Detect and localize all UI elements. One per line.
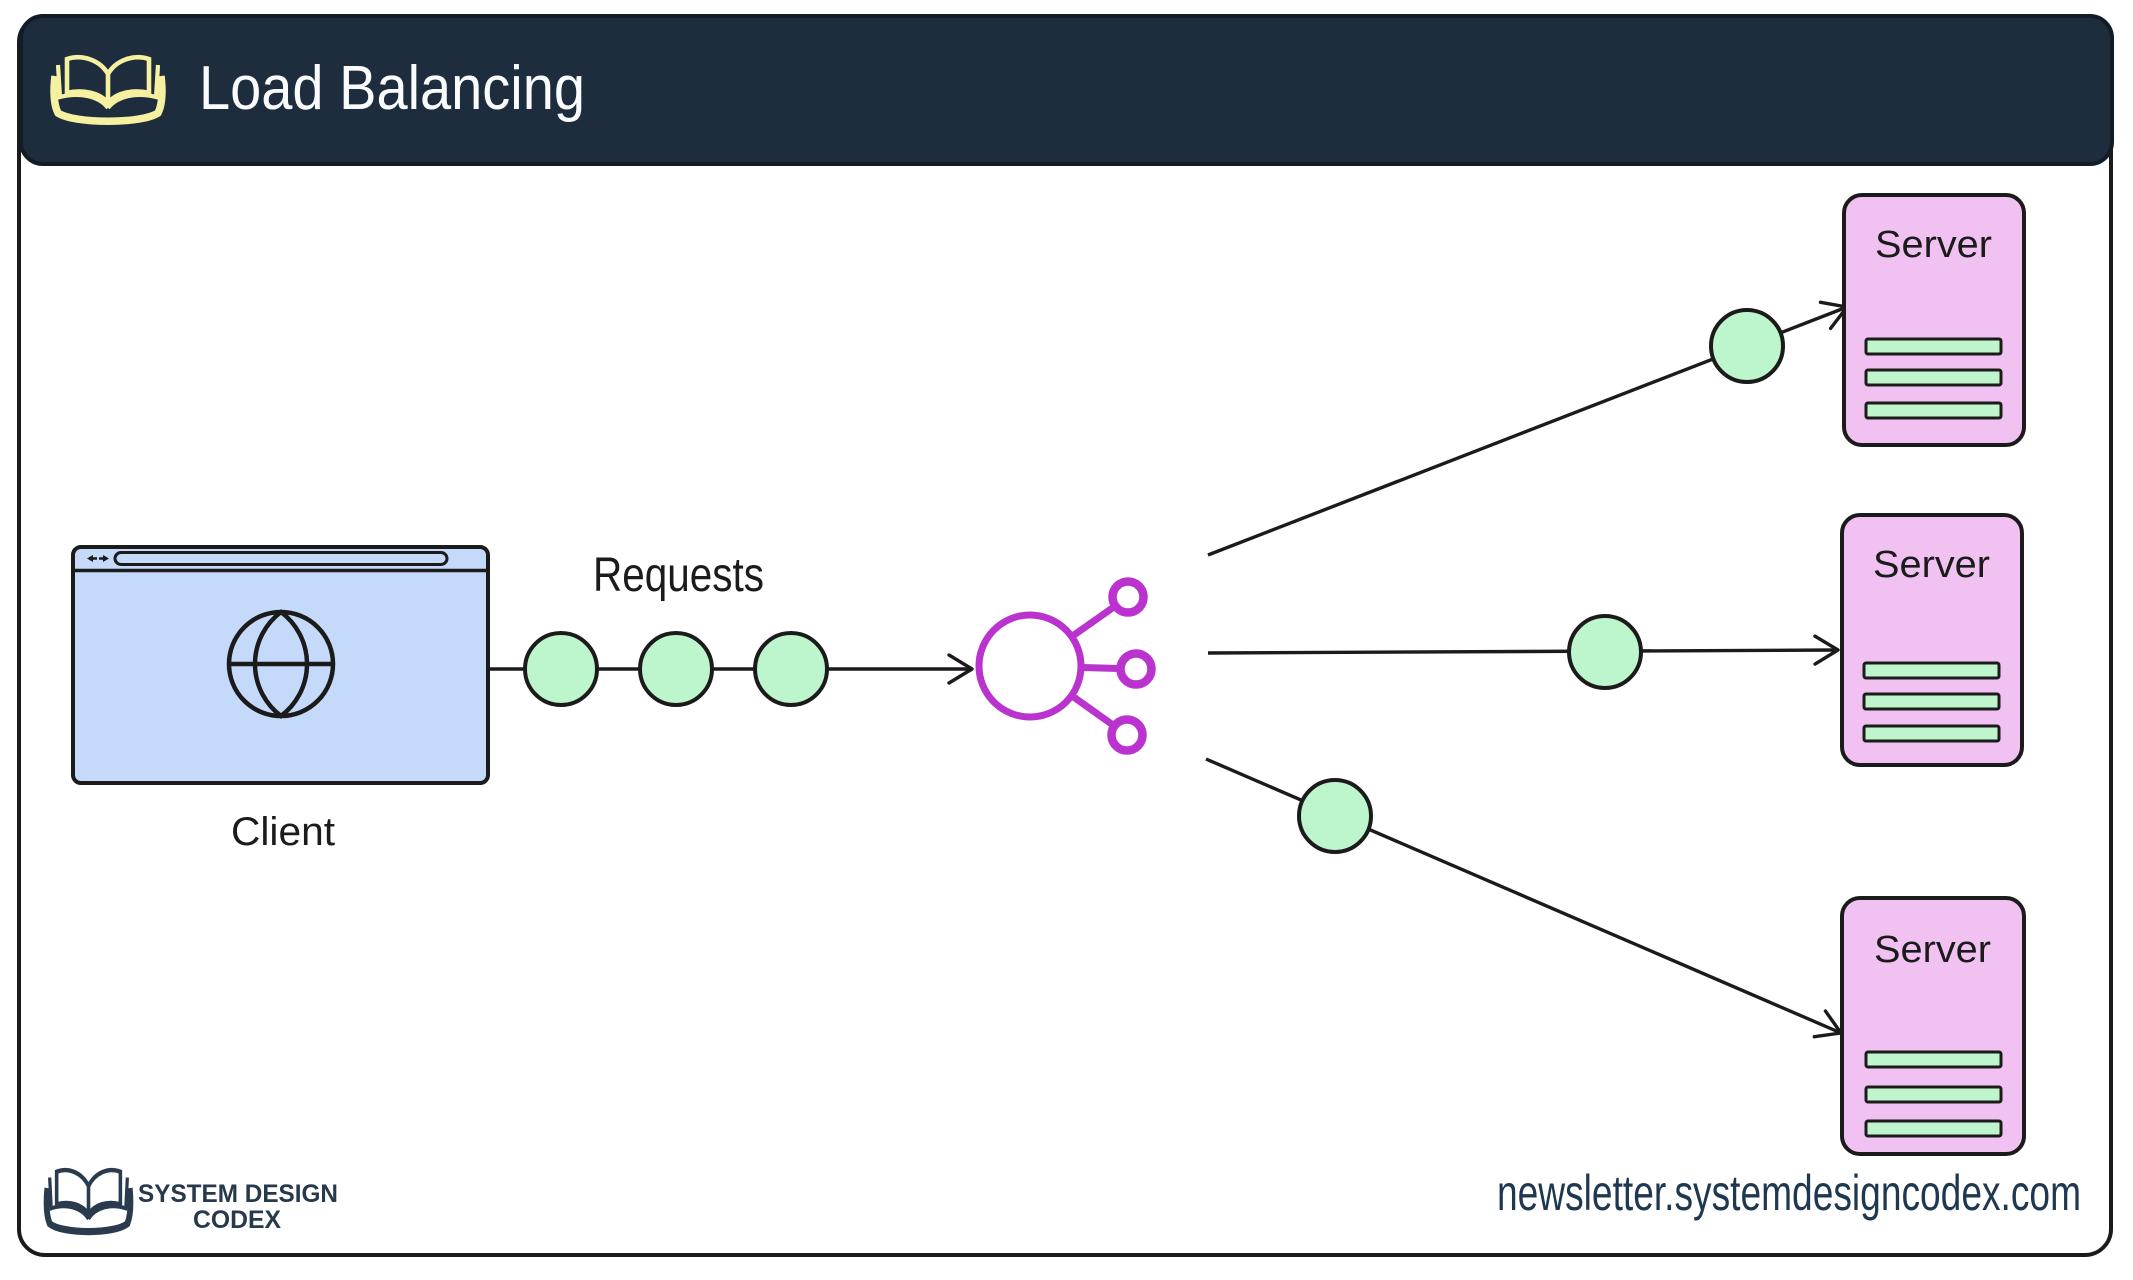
svg-text:SYSTEM DESIGN: SYSTEM DESIGN xyxy=(138,1180,338,1208)
svg-text:Server: Server xyxy=(1873,544,1990,586)
svg-text:Requests: Requests xyxy=(593,549,764,602)
svg-text:CODEX: CODEX xyxy=(193,1206,281,1234)
svg-text:Client: Client xyxy=(231,810,335,854)
svg-text:Server: Server xyxy=(1874,929,1991,971)
svg-text:Load Balancing: Load Balancing xyxy=(199,54,585,123)
svg-text:newsletter.systemdesigncodex.c: newsletter.systemdesigncodex.com xyxy=(1497,1165,2081,1221)
svg-text:Server: Server xyxy=(1875,224,1992,266)
